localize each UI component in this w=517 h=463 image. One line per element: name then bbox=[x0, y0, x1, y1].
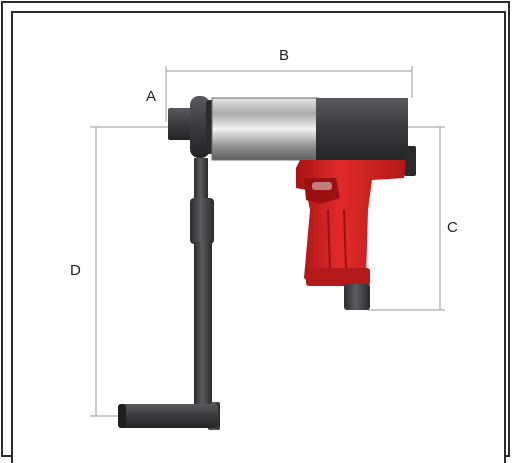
dimension-a-label: A bbox=[146, 88, 156, 105]
pistol-grip bbox=[296, 160, 406, 286]
air-inlet bbox=[344, 284, 370, 310]
motor-body bbox=[316, 98, 416, 176]
reaction-head bbox=[190, 96, 214, 158]
dimension-b-line bbox=[165, 66, 413, 122]
dimension-c-line bbox=[368, 127, 445, 311]
dimension-d-line bbox=[90, 127, 122, 417]
dimension-d-label: D bbox=[70, 262, 81, 279]
square-drive bbox=[168, 108, 194, 140]
gearbox-housing bbox=[211, 97, 319, 161]
reaction-foot bbox=[118, 404, 218, 428]
dimension-b-label: B bbox=[279, 47, 289, 64]
dimension-c-label: C bbox=[447, 219, 458, 236]
inner-frame bbox=[11, 11, 506, 463]
reaction-arm bbox=[190, 158, 220, 430]
